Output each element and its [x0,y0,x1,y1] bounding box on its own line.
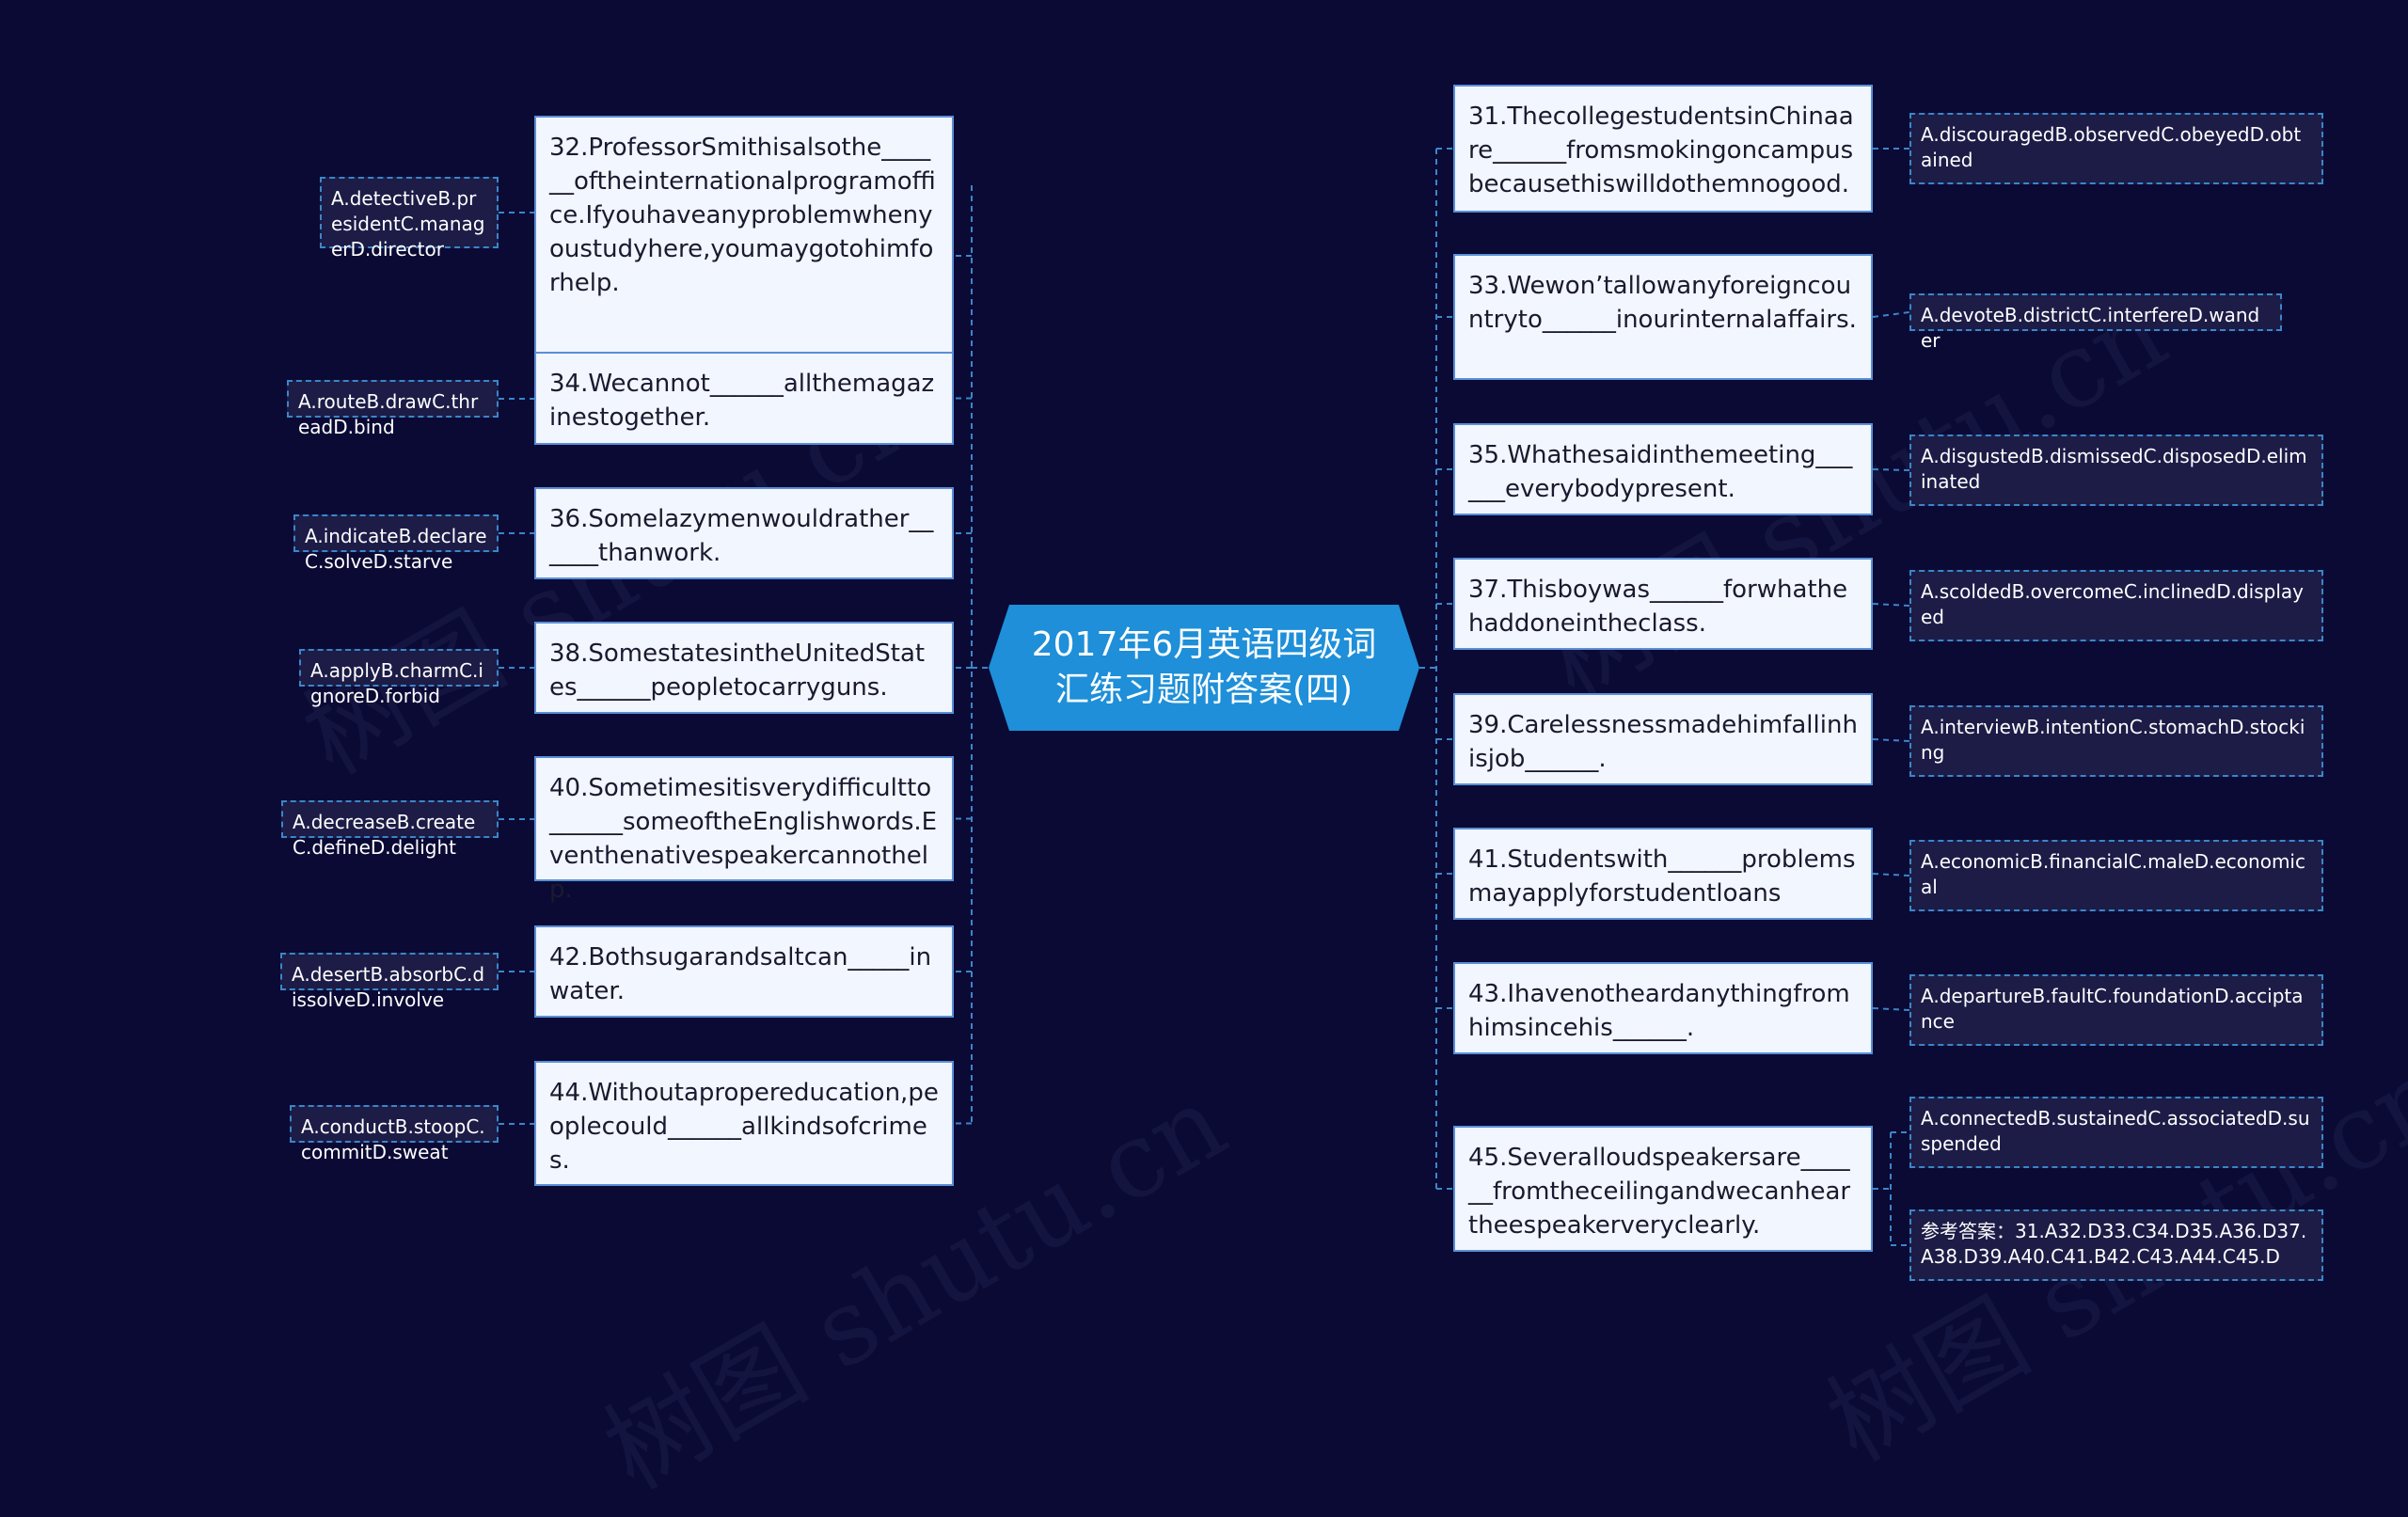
question-node[interactable]: 31.ThecollegestudentsinChinaare______fro… [1453,85,1873,213]
connector-lines [499,148,1910,1246]
question-node[interactable]: 34.Wecannot______allthemagazinestogether… [534,352,954,445]
answer-node[interactable]: A.discouragedB.observedC.obeyedD.obtaine… [1909,113,2323,184]
connector-line [1872,873,1910,877]
answer-node[interactable]: A.routeB.drawC.threadD.bind [287,380,499,438]
answer-node[interactable]: A.applyB.charmC.ignoreD.forbid [299,649,499,707]
question-node[interactable]: 41.Studentswith______problemsmayapplyfor… [1453,828,1873,920]
answer-node[interactable]: A.disgustedB.dismissedC.disposedD.elimin… [1909,435,2323,506]
answer-node[interactable]: A.scoldedB.overcomeC.inclinedD.displayed [1909,570,2323,641]
connector-line [1872,1007,1910,1011]
connector-line [1872,311,1910,318]
answer-node[interactable]: A.interviewB.intentionC.stomachD.stockin… [1909,705,2323,777]
question-node[interactable]: 33.Wewon’tallowanyforeigncountryto______… [1453,254,1873,380]
question-node[interactable]: 37.Thisboywas______forwhathehaddoneinthe… [1453,558,1873,650]
root-node-shape [989,605,1419,731]
question-node[interactable]: 36.Somelazymenwouldrather______thanwork. [534,487,954,579]
answer-node[interactable]: A.economicB.financialC.maleD.economical [1909,840,2323,911]
question-node[interactable]: 45.Severalloudspeakersare______fromthece… [1453,1126,1873,1252]
answer-node[interactable]: A.conductB.stoopC.commitD.sweat [290,1105,499,1163]
question-node[interactable]: 32.ProfessorSmithisalsothe______oftheint… [534,116,954,396]
answer-node[interactable]: A.devoteB.districtC.interfereD.wander [1909,293,2282,352]
answer-key-node[interactable]: 参考答案：31.A32.D33.C34.D35.A36.D37.A38.D39.… [1909,1209,2323,1281]
connector-line [1872,468,1910,471]
answer-node[interactable]: A.departureB.faultC.foundationD.acciptan… [1909,974,2323,1046]
connector-line [1872,603,1910,607]
root-node[interactable]: 2017年6月英语四级词汇练习题附答案(四) [1031,625,1377,709]
connector-line [1872,738,1910,742]
question-node[interactable]: 44.Withoutapropereducation,peoplecould__… [534,1061,954,1186]
question-node[interactable]: 43.Ihavenotheardanythingfromhimsincehis_… [1453,962,1873,1054]
answer-node[interactable]: A.detectiveB.presidentC.managerD.directo… [320,177,499,261]
question-node[interactable]: 35.Whathesaidinthemeeting______everybody… [1453,423,1873,515]
question-node[interactable]: 39.Carelessnessmadehimfallinhisjob______… [1453,693,1873,785]
answer-node[interactable]: A.indicateB.declareC.solveD.starve [293,514,499,573]
answer-node[interactable]: A.decreaseB.createC.defineD.delight [281,800,499,859]
answer-node[interactable]: A.connectedB.sustainedC.associatedD.susp… [1909,1097,2323,1168]
question-node[interactable]: 42.Bothsugarandsaltcan_____inwater. [534,925,954,1018]
question-node[interactable]: 38.SomestatesintheUnitedStates______peop… [534,622,954,714]
answer-node[interactable]: A.desertB.absorbC.dissolveD.involve [280,953,499,1011]
question-node[interactable]: 40.Sometimesitisverydifficultto______som… [534,756,954,904]
